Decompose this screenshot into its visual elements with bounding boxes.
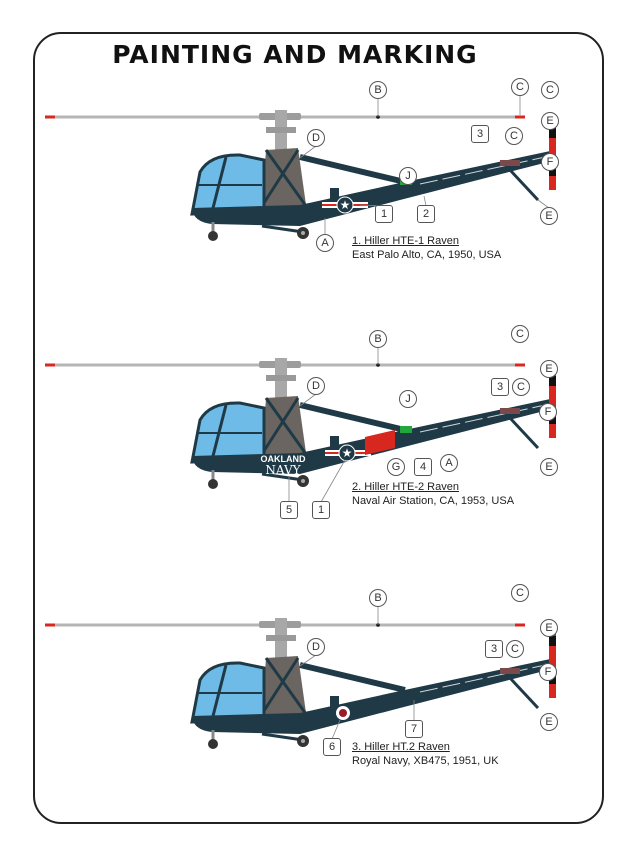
- callout-e: E: [540, 619, 558, 637]
- callout-c: C: [511, 78, 529, 96]
- caption-3-subtitle: Royal Navy, XB475, 1951, UK: [352, 755, 499, 767]
- callout-3: 3: [485, 640, 503, 658]
- callout-c: C: [541, 81, 559, 99]
- red-band-2: [365, 430, 395, 455]
- caption-1: 1. Hiller HTE-1 Raven East Palo Alto, CA…: [352, 234, 501, 262]
- callout-f: F: [541, 153, 559, 171]
- callout-a: A: [440, 454, 458, 472]
- us-star-insignia-2: ★: [325, 444, 371, 462]
- callout-f: F: [539, 663, 557, 681]
- callout-e: E: [540, 360, 558, 378]
- callout-3: 3: [491, 378, 509, 396]
- callout-b: B: [369, 589, 387, 607]
- callout-1: 1: [375, 205, 393, 223]
- caption-3: 3. Hiller HT.2 Raven Royal Navy, XB475, …: [352, 740, 499, 768]
- page-title: PAINTING AND MARKING: [112, 40, 478, 69]
- callout-7: 7: [405, 720, 423, 738]
- callout-5: 5: [280, 501, 298, 519]
- caption-2: 2. Hiller HTE-2 Raven Naval Air Station,…: [352, 480, 514, 508]
- caption-3-title: 3. Hiller HT.2 Raven: [352, 741, 450, 753]
- callout-d: D: [307, 129, 325, 147]
- nose-marking-navy: NAVY: [265, 463, 301, 477]
- callout-e: E: [540, 207, 558, 225]
- caption-2-subtitle: Naval Air Station, CA, 1953, USA: [352, 495, 515, 507]
- callout-b: B: [369, 81, 387, 99]
- callout-j: J: [399, 390, 417, 408]
- caption-2-title: 2. Hiller HTE-2 Raven: [352, 481, 459, 493]
- callout-e: E: [540, 713, 558, 731]
- caption-1-subtitle: East Palo Alto, CA, 1950, USA: [352, 249, 502, 261]
- callout-d: D: [307, 377, 325, 395]
- callout-1: 1: [312, 501, 330, 519]
- us-star-insignia-1: ★: [322, 196, 368, 214]
- helicopter-3: [45, 618, 556, 749]
- callout-a: A: [316, 234, 334, 252]
- roundel-3: [336, 706, 350, 720]
- callout-2: 2: [417, 205, 435, 223]
- svg-text:★: ★: [340, 198, 351, 212]
- callout-j: J: [399, 167, 417, 185]
- callout-f: F: [539, 403, 557, 421]
- callout-e: E: [541, 112, 559, 130]
- callout-c: C: [511, 584, 529, 602]
- callout-c: C: [511, 325, 529, 343]
- svg-text:★: ★: [342, 446, 353, 460]
- callout-e: E: [540, 458, 558, 476]
- callout-6: 6: [323, 738, 341, 756]
- callout-b: B: [369, 330, 387, 348]
- callout-c: C: [506, 640, 524, 658]
- page-frame: [33, 32, 604, 824]
- callout-3: 3: [471, 125, 489, 143]
- green-marking-2: [400, 426, 412, 433]
- nose-marking-oakland: OAKLAND: [261, 454, 306, 464]
- callout-c: C: [505, 127, 523, 145]
- caption-1-title: 1. Hiller HTE-1 Raven: [352, 235, 459, 247]
- callout-d: D: [307, 638, 325, 656]
- callout-g: G: [387, 458, 405, 476]
- leader-lines: [288, 95, 550, 740]
- callout-c: C: [512, 378, 530, 396]
- callout-4: 4: [414, 458, 432, 476]
